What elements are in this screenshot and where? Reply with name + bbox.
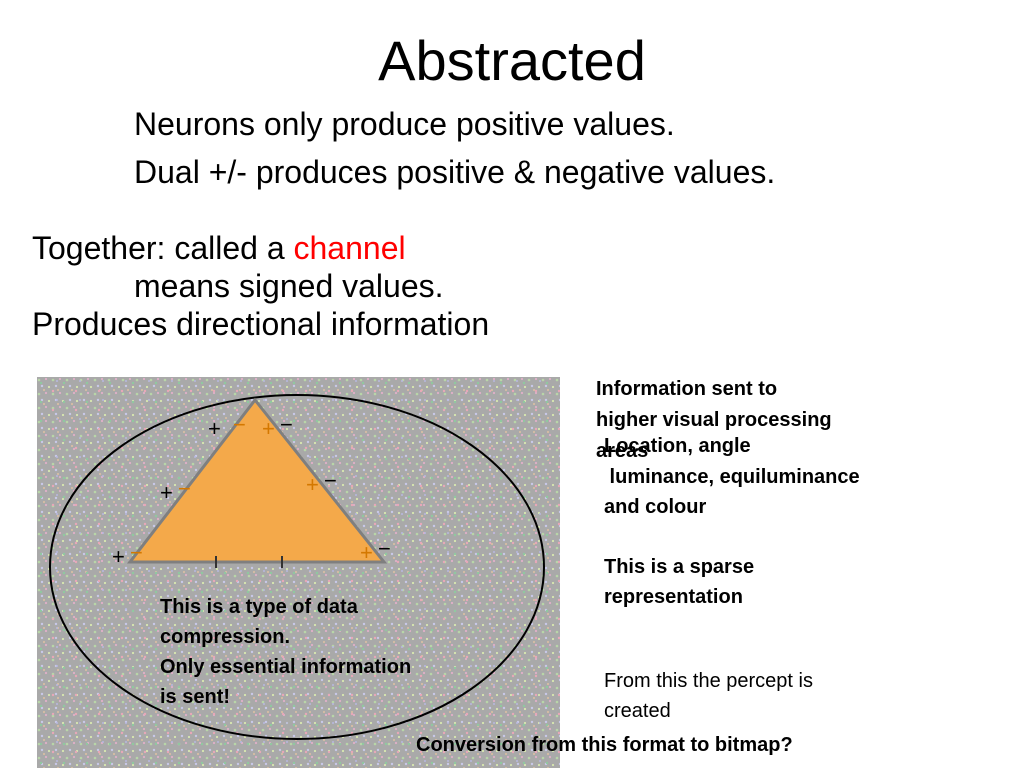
sparse-line-1: This is a sparse xyxy=(604,556,755,578)
percept-line-1: From this the percept is xyxy=(604,670,813,692)
compression-line-4: is sent! xyxy=(160,686,231,708)
compression-line-1: This is a type of data xyxy=(160,596,358,618)
plus-sign-bottom-right: + xyxy=(360,540,373,565)
info-line-3: areas xyxy=(596,440,649,462)
minus-sign-bottom-right: − xyxy=(378,536,391,561)
slide-title: Abstracted xyxy=(378,29,646,92)
minus-sign-mid-right: − xyxy=(324,468,337,493)
dot-pattern-overlay xyxy=(37,377,560,768)
channel-highlight: channel xyxy=(293,230,406,266)
plus-sign-top-left: + xyxy=(208,416,221,441)
plus-sign-mid-left: + xyxy=(160,480,173,505)
compression-line-3: Only essential information xyxy=(160,656,412,678)
receptive-field-ellipse xyxy=(49,394,545,740)
subtitle-line-2: Dual +/- produces positive & negative va… xyxy=(134,154,776,190)
info-line-1: Information sent to xyxy=(596,378,778,400)
signed-values-line: means signed values. xyxy=(134,268,444,304)
minus-sign-top-left: − xyxy=(233,412,246,437)
together-prefix: Together: called a xyxy=(32,230,294,266)
compression-line-2: compression. xyxy=(160,626,291,648)
subtitle-line-1: Neurons only produce positive values. xyxy=(134,106,675,142)
base-tick-1 xyxy=(215,556,217,568)
conversion-question: Conversion from this format to bitmap? xyxy=(416,734,793,756)
sparse-line-2: representation xyxy=(604,586,743,608)
plus-sign-top-right: + xyxy=(262,416,275,441)
directional-line: Produces directional information xyxy=(32,306,490,342)
location-line-3: and colour xyxy=(604,496,707,518)
percept-line-2: created xyxy=(604,700,671,722)
minus-sign-top-right: − xyxy=(280,412,293,437)
dotted-background-panel xyxy=(37,377,560,768)
plus-sign-bottom-left: + xyxy=(112,544,125,569)
minus-sign-mid-left: − xyxy=(178,476,191,501)
together-line: Together: called a channel xyxy=(32,228,406,268)
diagram-svg xyxy=(37,377,560,768)
triangle-shape xyxy=(126,397,388,564)
base-tick-2 xyxy=(281,556,283,568)
info-line-2: higher visual processing xyxy=(596,409,832,431)
minus-sign-bottom-left: − xyxy=(130,540,143,565)
location-line-2: luminance, equiluminance xyxy=(604,466,860,488)
plus-sign-mid-right: + xyxy=(306,472,319,497)
location-line-1: Location, angle xyxy=(604,435,751,457)
